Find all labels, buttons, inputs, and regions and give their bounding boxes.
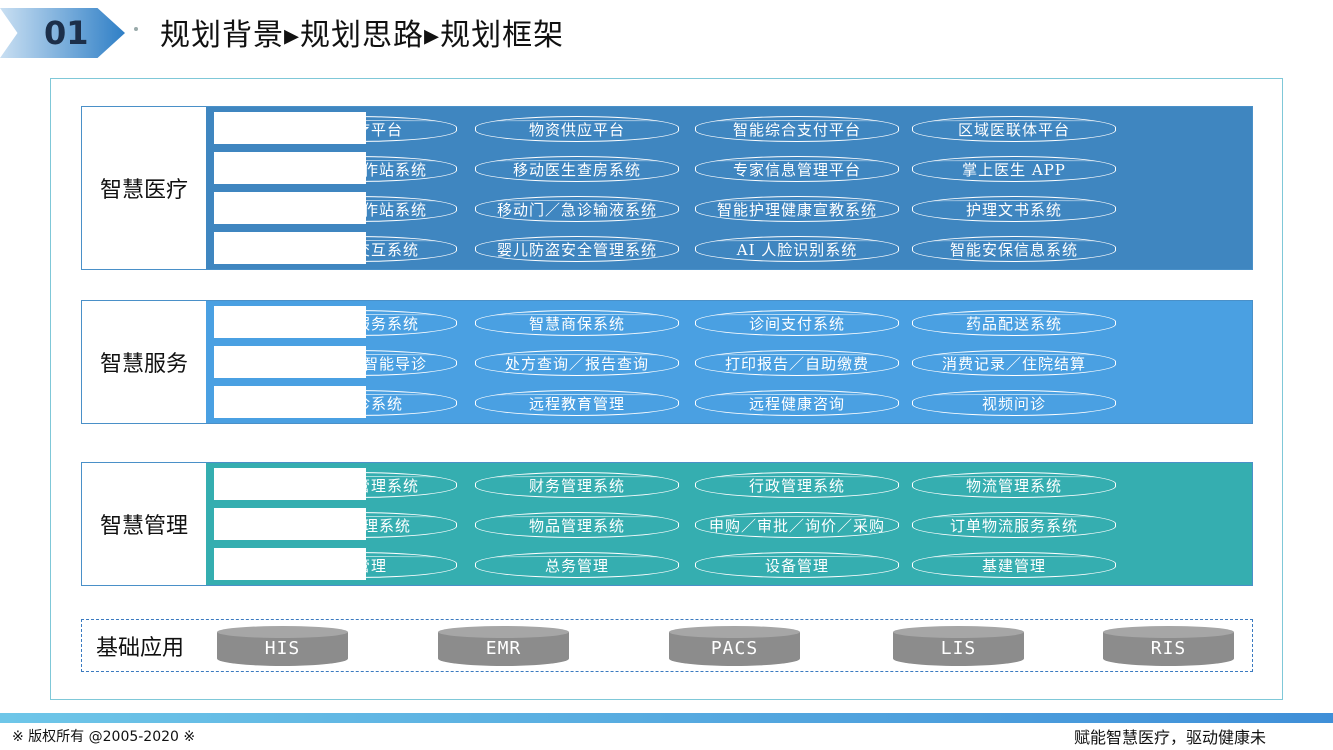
system-pill: 移动医生工作站系统 [253,156,457,182]
system-pill: 区域医联体平台 [912,116,1116,142]
section-1: 智慧医疗分级诊疗平台物资供应平台智能综合支付平台区域医联体平台移动医生工作站系统… [81,106,1253,270]
system-pill: 物品管理系统 [475,512,679,538]
system-pill: 智慧商保系统 [475,310,679,336]
footer-bar [0,713,1333,723]
cylinder-label: HIS [264,638,301,659]
database-cylinder-his: HIS [217,626,348,668]
system-pill: 专家信息管理平台 [695,156,899,182]
cylinder-label: RIS [1150,638,1187,659]
system-pill: 诊间支付系统 [695,310,899,336]
database-cylinder-emr: EMR [438,626,569,668]
system-pill: 申购／审批／询价／采购 [695,512,899,538]
system-pill: 分级诊疗平台 [253,116,457,142]
system-pill: AI 人脸识别系统 [695,236,899,262]
section-body: 人力资源管理系统财务管理系统行政管理系统物流管理系统供应商管理系统物品管理系统申… [206,463,1252,585]
system-pill: 婴儿防盗安全管理系统 [475,236,679,262]
cylinder-cap [1103,626,1234,638]
cylinder-cap [893,626,1024,638]
section-label: 智慧医疗 [99,178,188,203]
cylinder-cap [438,626,569,638]
system-pill: 基建管理 [912,552,1116,578]
system-pill: 处方查询／报告查询 [475,350,679,376]
section-label: 智慧服务 [99,352,188,377]
system-pill: 新版微信服务系统 [253,310,457,336]
cylinder-label: EMR [485,638,522,659]
cylinder-cap [217,626,348,638]
system-pill: 远程会诊系统 [253,390,457,416]
slogan: 赋能智慧医疗，驱动健康未 [1074,728,1267,747]
system-pill: 智能安保信息系统 [912,236,1116,262]
database-cylinder-pacs: PACS [669,626,800,668]
system-pill: 物流管理系统 [912,472,1116,498]
system-pill: 预约挂号／智能导诊 [253,350,457,376]
system-pill: 供应商管理系统 [253,512,457,538]
cylinder-label: PACS [710,638,759,659]
system-pill: 移动医生查房系统 [475,156,679,182]
cylinder-cap [669,626,800,638]
system-pill: 视频问诊 [912,390,1116,416]
system-pill: 智能床旁交互系统 [253,236,457,262]
copyright: ※ 版权所有 @2005-2020 ※ [12,729,196,745]
system-pill: 智能综合支付平台 [695,116,899,142]
system-pill: 移动门／急诊输液系统 [475,196,679,222]
system-pill: 设备管理 [695,552,899,578]
section-body: 分级诊疗平台物资供应平台智能综合支付平台区域医联体平台移动医生工作站系统移动医生… [206,107,1252,269]
system-pill: 人力资源管理系统 [253,472,457,498]
system-pill: 消费记录／住院结算 [912,350,1116,376]
system-pill: 订单物流服务系统 [912,512,1116,538]
database-cylinder-ris: RIS [1103,626,1234,668]
section-number-badge: 01 [0,8,125,58]
base-applications: 基础应用 HIS EMR PACS LIS RIS [81,619,1253,672]
system-pill: 远程教育管理 [475,390,679,416]
page-title: 规划背景▸规划思路▸规划框架 [160,18,565,53]
section-3: 智慧管理人力资源管理系统财务管理系统行政管理系统物流管理系统供应商管理系统物品管… [81,462,1253,586]
system-pill: 行政管理系统 [695,472,899,498]
database-cylinder-lis: LIS [893,626,1024,668]
arrow-shape [0,8,125,58]
section-number: 01 [44,14,89,52]
system-pill: 药品配送系统 [912,310,1116,336]
system-pill: 掌上医生 APP [912,156,1116,182]
system-pill: 智能护理健康宣教系统 [695,196,899,222]
system-pill: 护理文书系统 [912,196,1116,222]
system-pill: 财务管理系统 [475,472,679,498]
system-pill: 移动护士工作站系统 [253,196,457,222]
system-pill: 物业管理 [253,552,457,578]
base-label: 基础应用 [96,635,185,661]
section-2: 智慧服务新版微信服务系统智慧商保系统诊间支付系统药品配送系统预约挂号／智能导诊处… [81,300,1253,424]
section-label: 智慧管理 [99,514,188,539]
section-body: 新版微信服务系统智慧商保系统诊间支付系统药品配送系统预约挂号／智能导诊处方查询／… [206,301,1252,423]
system-pill: 总务管理 [475,552,679,578]
framework-frame [50,78,1283,700]
divider-dot [134,27,138,31]
system-pill: 物资供应平台 [475,116,679,142]
cylinder-label: LIS [940,638,977,659]
system-pill: 远程健康咨询 [695,390,899,416]
system-pill: 打印报告／自助缴费 [695,350,899,376]
